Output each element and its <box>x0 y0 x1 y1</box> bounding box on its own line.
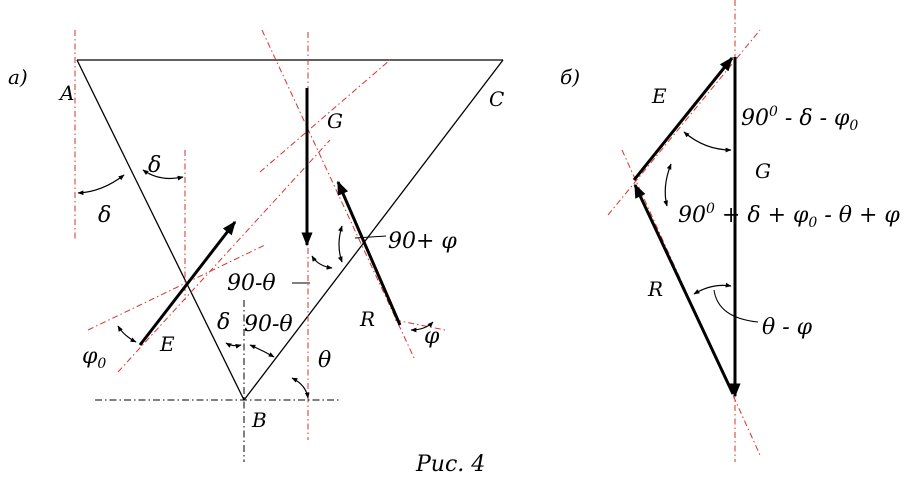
point-r-label: R <box>359 307 375 331</box>
vector-r-b <box>633 183 735 395</box>
arc-theta <box>291 377 310 399</box>
point-a-label: A <box>58 81 74 105</box>
panel-a-tag: а) <box>8 65 28 89</box>
arc-delta-bottom <box>225 342 242 349</box>
angle-delta-top: δ <box>148 153 161 178</box>
figure-caption: Рис. 4 <box>415 452 485 477</box>
triangle-side-bc <box>243 59 504 401</box>
line-through-e-2 <box>117 139 331 373</box>
point-b-label: B <box>251 408 267 432</box>
vector-r <box>336 180 402 326</box>
angle-delta-bottom: δ <box>217 310 230 335</box>
angle-delta-left: δ <box>98 203 111 228</box>
vector-g-b-label: G <box>755 159 771 183</box>
point-c-label: C <box>489 87 504 111</box>
line-through-e-b <box>607 29 761 216</box>
arc-ninety-minus-theta-left <box>311 255 333 270</box>
arc-middle-b <box>663 163 672 207</box>
angle-phi: φ <box>424 324 440 349</box>
vector-e <box>138 220 237 346</box>
arc-ninety-minus-theta-bottom <box>249 344 275 358</box>
angle-phi0: φ0 <box>82 344 106 372</box>
arc-delta-left <box>77 174 125 196</box>
line-through-e-1 <box>87 244 266 331</box>
panel-b: б) E G R 900 - δ - φ0 900 + δ + φ0 - θ +… <box>560 0 900 462</box>
vector-e-b <box>632 56 734 181</box>
vector-e-b-label: E <box>651 84 667 108</box>
arc-phi0 <box>117 325 137 343</box>
vector-r-b-label: R <box>647 277 663 301</box>
line-through-g-1 <box>261 29 416 361</box>
arc-phi <box>410 321 434 333</box>
angle-middle-b: 900 + δ + φ0 - θ + φ <box>678 201 900 231</box>
angle-ninety-plus-phi: 90+ φ <box>388 229 457 254</box>
panel-b-tag: б) <box>560 65 580 89</box>
angle-bottom-b: θ - φ <box>762 315 813 340</box>
leader-ninety-plus-phi <box>354 235 387 239</box>
panel-a: а) A C G E R B δ δ φ0 δ 90-θ 90-θ 90+ φ … <box>8 29 504 462</box>
arc-bottom-b <box>693 282 732 295</box>
angle-theta: θ <box>318 348 331 373</box>
arc-ninety-plus-phi <box>337 225 343 263</box>
angle-top-b: 900 - δ - φ0 <box>741 104 858 134</box>
angle-ninety-minus-theta-bottom: 90-θ <box>244 312 293 337</box>
point-g-label: G <box>327 109 343 133</box>
line-through-r <box>394 319 446 331</box>
arc-top-b <box>683 131 732 153</box>
angle-ninety-minus-theta-left: 90-θ <box>227 271 276 296</box>
point-e-label: E <box>159 332 175 356</box>
leader-bottom-b <box>713 289 759 323</box>
line-through-g-2 <box>259 59 391 173</box>
triangle-side-ab <box>76 59 245 401</box>
arc-delta-top <box>142 169 184 181</box>
